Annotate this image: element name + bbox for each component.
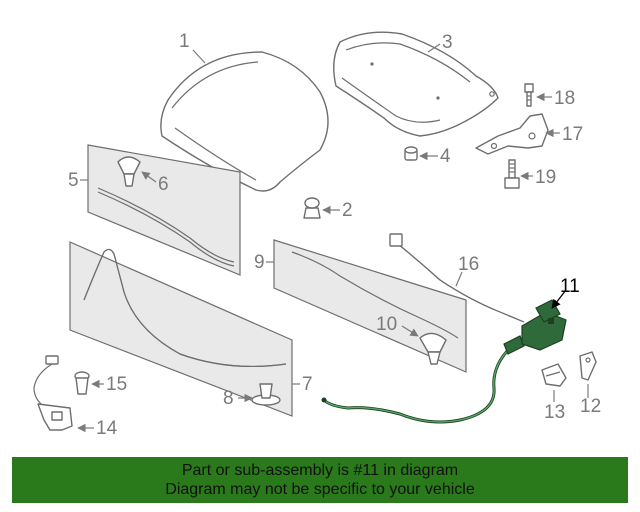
part-hood-hinge[interactable]	[475, 113, 549, 155]
callout-14: 14	[96, 418, 118, 439]
callout-13: 13	[544, 402, 565, 423]
parts-diagram: 1 2 3 4 5 6 7 8 9 10 11 12 13 14 15 16 1…	[33, 31, 601, 439]
callout-4: 4	[440, 146, 451, 167]
callout-2: 2	[342, 200, 353, 221]
part-clip-12[interactable]	[579, 351, 597, 381]
part-bumper[interactable]	[404, 146, 418, 161]
callout-18: 18	[554, 88, 575, 109]
callout-3: 3	[442, 32, 453, 53]
callout-11: 11	[560, 276, 580, 297]
callout-10: 10	[376, 314, 397, 335]
part-hood-insulator[interactable]	[333, 31, 499, 137]
part-hood-latch-highlighted[interactable]	[321, 299, 567, 424]
callout-9: 9	[254, 252, 265, 273]
callout-12: 12	[580, 396, 601, 417]
callout-16: 16	[458, 254, 479, 275]
callout-6: 6	[158, 174, 169, 195]
callout-19: 19	[535, 167, 556, 188]
part-hood[interactable]	[160, 51, 329, 192]
part-bolt-18[interactable]	[524, 83, 534, 107]
panel-9	[273, 239, 467, 373]
callout-8: 8	[223, 388, 234, 409]
callout-7: 7	[302, 374, 313, 395]
part-clip-6[interactable]	[117, 156, 141, 187]
part-latch-bracket[interactable]	[33, 355, 73, 431]
part-bolt-19[interactable]	[504, 159, 520, 189]
part-clip-10[interactable]	[419, 332, 447, 365]
banner-line-2: Diagram may not be specific to your vehi…	[165, 481, 475, 498]
callout-15: 15	[106, 374, 127, 395]
part-bracket-13[interactable]	[541, 363, 567, 387]
callout-5: 5	[68, 170, 79, 191]
part-release-cable[interactable]	[389, 233, 525, 323]
callout-17: 17	[562, 124, 583, 145]
part-push-clip[interactable]	[74, 371, 90, 395]
panel-7	[69, 241, 293, 417]
callout-1: 1	[179, 31, 190, 52]
info-banner: Part or sub-assembly is #11 in diagram D…	[12, 457, 628, 503]
banner-line-1: Part or sub-assembly is #11 in diagram	[181, 462, 459, 479]
part-grommet[interactable]	[303, 197, 321, 219]
